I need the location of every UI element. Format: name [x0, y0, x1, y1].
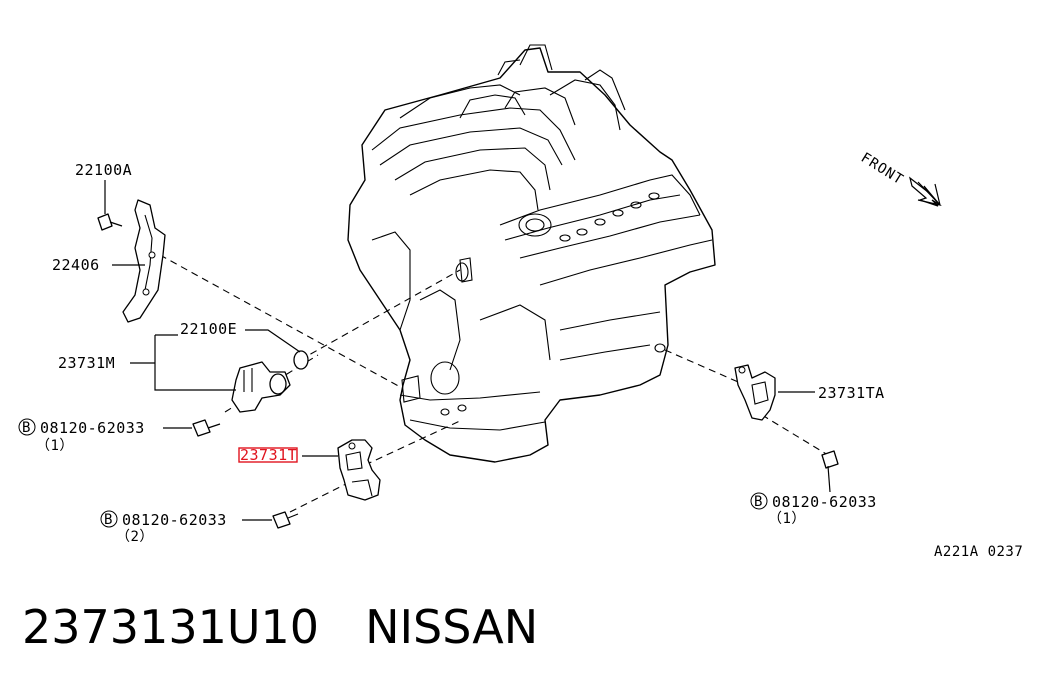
label-22100e: 22100E: [180, 320, 237, 338]
label-23731m: 23731M: [58, 354, 115, 372]
label-22406: 22406: [52, 256, 100, 274]
bolt-symbol-left: [18, 418, 36, 436]
front-arrow-icon: [908, 176, 941, 207]
o-ring-22100e[interactable]: [293, 350, 309, 370]
sensor-23731t[interactable]: [337, 439, 381, 501]
engine-block: [347, 44, 716, 463]
bolt-symbol-left-text: B: [22, 420, 31, 436]
part-number: 2373131U10: [22, 600, 320, 654]
bolt-right[interactable]: [821, 450, 839, 493]
front-arrow-head-icon: [917, 181, 942, 207]
bracket-22406[interactable]: [122, 199, 166, 323]
label-bolt-center: 08120-62033: [122, 511, 227, 529]
brand-name: NISSAN: [365, 600, 539, 654]
front-indicator: FRONT: [858, 150, 942, 207]
label-bolt-center-qty: （2）: [116, 529, 154, 545]
label-23731ta: 23731TA: [818, 384, 885, 402]
reference-code: A221A 0237: [934, 544, 1024, 560]
bolt-symbol-center-text: B: [104, 512, 113, 528]
highlight-box: [238, 447, 298, 463]
label-bolt-left-qty: （1）: [36, 438, 74, 454]
leader-lines: [104, 180, 815, 521]
label-bolt-left: 08120-62033: [40, 419, 145, 437]
bolt-center[interactable]: [272, 511, 299, 529]
bracket-bolt-22100a[interactable]: [97, 213, 123, 231]
footer: 2373131U10 NISSAN: [22, 600, 538, 660]
sensor-23731ta[interactable]: [734, 364, 776, 421]
sensor-23731m[interactable]: [231, 361, 291, 413]
bolt-symbol-center: [100, 510, 118, 528]
label-23731t[interactable]: 23731T: [240, 446, 297, 464]
bolt-symbol-right: [750, 492, 768, 510]
label-bolt-right-qty: （1）: [768, 511, 806, 527]
bolt-left[interactable]: [192, 419, 221, 437]
label-22100a: 22100A: [75, 161, 132, 179]
bolt-symbol-right-text: B: [754, 494, 763, 510]
label-bolt-right: 08120-62033: [772, 493, 877, 511]
front-label: FRONT: [858, 150, 906, 189]
